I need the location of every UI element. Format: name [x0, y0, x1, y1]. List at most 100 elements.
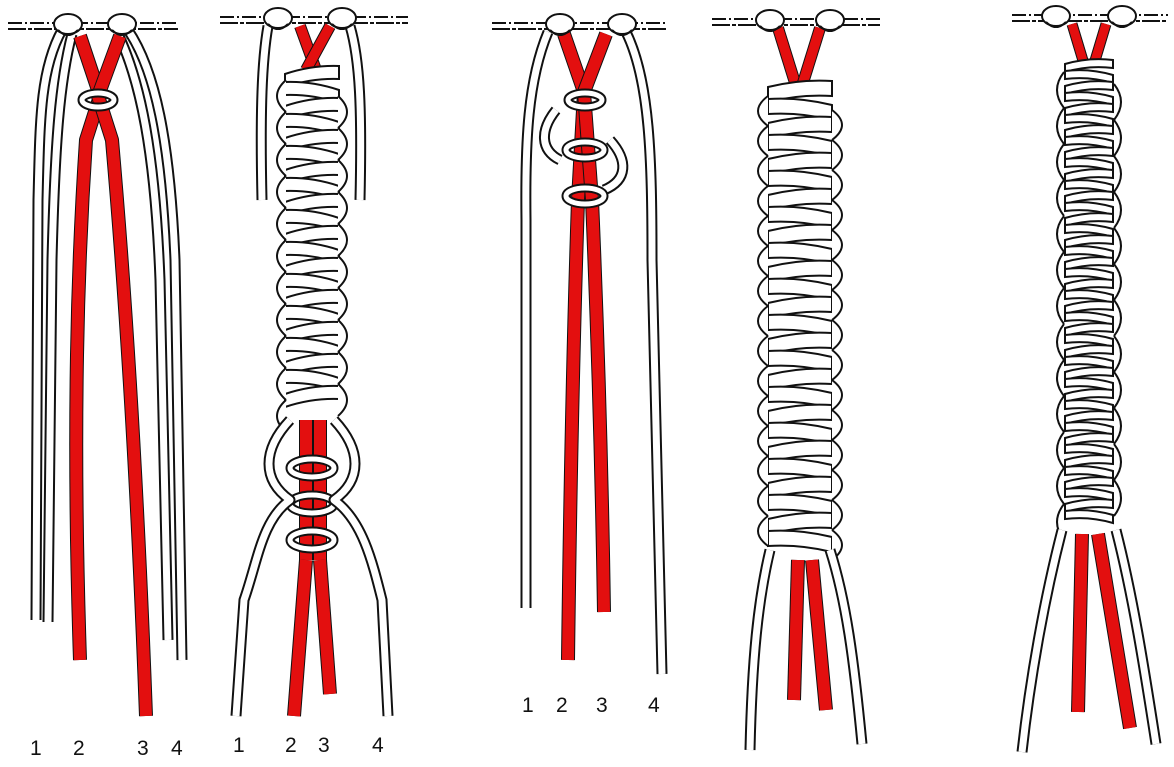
panel-2-left-loop — [277, 144, 286, 176]
panel-2-cord-1-label: 1 — [233, 735, 245, 756]
panel-5-left-loop — [1057, 180, 1064, 216]
panel-5-left-loop — [1057, 324, 1064, 360]
panel-4-left-loop — [758, 276, 768, 306]
panel-4-left-loop — [758, 396, 768, 426]
panel-2-left-loop — [277, 176, 286, 208]
panel-4-left-loop — [758, 96, 768, 126]
panel-4-right-loop — [832, 410, 842, 440]
panel-5-left-loop — [1057, 468, 1064, 504]
panel-2-left-loop — [277, 304, 286, 336]
panel-5-left-loop — [1057, 144, 1064, 180]
panel-1-core-3 — [98, 36, 146, 716]
panel-5-right-loop — [1114, 444, 1121, 480]
panel-3-cord-4-label: 4 — [648, 695, 660, 716]
panel-2-right-loop — [338, 384, 347, 416]
panel-5-left-loop — [1057, 396, 1064, 432]
panel-4-right-loop — [832, 500, 842, 530]
panel-4-left-loop — [758, 336, 768, 366]
panel-2-right-loop — [338, 128, 347, 160]
panel-5-right-loop — [1114, 192, 1121, 228]
panel-4-right-loop — [832, 230, 842, 260]
panel-4-left-loop — [758, 516, 768, 546]
panel-2-right-loop — [338, 320, 347, 352]
panel-4-left-loop — [758, 246, 768, 276]
panel-5-right-loop — [1114, 336, 1121, 372]
panel-4-right-loop — [832, 380, 842, 410]
panel-4-right-loop — [832, 290, 842, 320]
panel-5-left-loop — [1057, 216, 1064, 252]
panel-5-right-loop — [1114, 408, 1121, 444]
panel-1-cord-1-label: 1 — [30, 738, 42, 759]
panel-5-right-loop — [1114, 228, 1121, 264]
panel-4-right-loop — [832, 350, 842, 380]
panel-2-cord-4-outline — [334, 420, 388, 716]
panel-2-left-loop — [277, 368, 286, 400]
panel-4-core-2 — [794, 560, 798, 700]
panel-4-sinnet-knot — [768, 531, 832, 552]
panel-2-right-loop — [338, 288, 347, 320]
panel-4-right-loop — [832, 260, 842, 290]
panel-2-sinnet-knot — [285, 386, 339, 407]
panel-5-right-loop — [1114, 480, 1121, 516]
panel-2-right-loop — [338, 352, 347, 384]
panel-1-cord-2-label: 2 — [73, 738, 85, 759]
panel-5-right-loop — [1114, 156, 1121, 192]
panel-4-right-loop — [832, 170, 842, 200]
panel-2-right-loop — [338, 160, 347, 192]
panel-2-left-loop — [277, 112, 286, 144]
panel-5-left-loop — [1057, 288, 1064, 324]
panel-5-left-loop — [1057, 432, 1064, 468]
panel-2-right-loop — [338, 256, 347, 288]
panel-2-cord-3-label: 3 — [318, 735, 330, 756]
panel-3 — [492, 14, 668, 674]
panel-1-cord-4-label: 4 — [171, 738, 183, 759]
panel-4-right-loop — [832, 440, 842, 470]
panel-1-cord-3-label: 3 — [137, 738, 149, 759]
panel-4-left-loop — [758, 306, 768, 336]
panel-5-core-top-a — [1072, 24, 1084, 64]
panel-1-cord-1-inner — [48, 34, 72, 622]
panel-2-left-loop — [277, 240, 286, 272]
panel-2-cord-1-outline — [236, 420, 290, 716]
panel-4-core-top-b — [802, 28, 820, 86]
panel-5-right-loop — [1114, 84, 1121, 120]
panel-3-cord-3-label: 3 — [596, 695, 608, 716]
panel-4-left-loop — [758, 366, 768, 396]
panel-4-left-loop — [758, 156, 768, 186]
panel-2-left-loop — [277, 80, 286, 112]
panel-4-right-loop — [832, 320, 842, 350]
panel-5-sinnet-knot — [1065, 510, 1113, 523]
panel-5-left-loop — [1057, 252, 1064, 288]
panel-4-right-loop — [832, 140, 842, 170]
panel-2-core-2 — [294, 560, 306, 716]
panel-2-cord-2-label: 2 — [285, 735, 297, 756]
panel-5-right-loop — [1114, 264, 1121, 300]
panel-5-right-loop — [1114, 300, 1121, 336]
panel-2 — [220, 8, 408, 716]
panel-5-left-loop — [1057, 360, 1064, 396]
panel-2-right-loop — [338, 96, 347, 128]
panel-5-left-loop — [1057, 108, 1064, 144]
panel-5-core-top-b — [1094, 24, 1106, 64]
panel-2-left-loop — [277, 336, 286, 368]
panel-5 — [1012, 6, 1168, 752]
panel-4 — [712, 10, 880, 750]
panel-2-cord-4-label: 4 — [372, 735, 384, 756]
panel-5-right-loop — [1114, 372, 1121, 408]
panel-4-right-loop — [832, 470, 842, 500]
panel-4-left-loop — [758, 216, 768, 246]
panel-4-left-loop — [758, 186, 768, 216]
panel-4-right-loop — [832, 200, 842, 230]
panel-2-left-loop — [277, 208, 286, 240]
panel-5-left-loop — [1057, 72, 1064, 108]
panel-4-left-loop — [758, 486, 768, 516]
panel-2-right-loop — [338, 224, 347, 256]
panel-4-right-loop — [832, 110, 842, 140]
panel-1 — [8, 14, 182, 716]
panel-2-cord-4 — [334, 420, 388, 716]
panel-4-left-loop — [758, 126, 768, 156]
panel-4-core-3 — [812, 560, 826, 710]
panel-3-cord-1-label: 1 — [522, 695, 534, 716]
